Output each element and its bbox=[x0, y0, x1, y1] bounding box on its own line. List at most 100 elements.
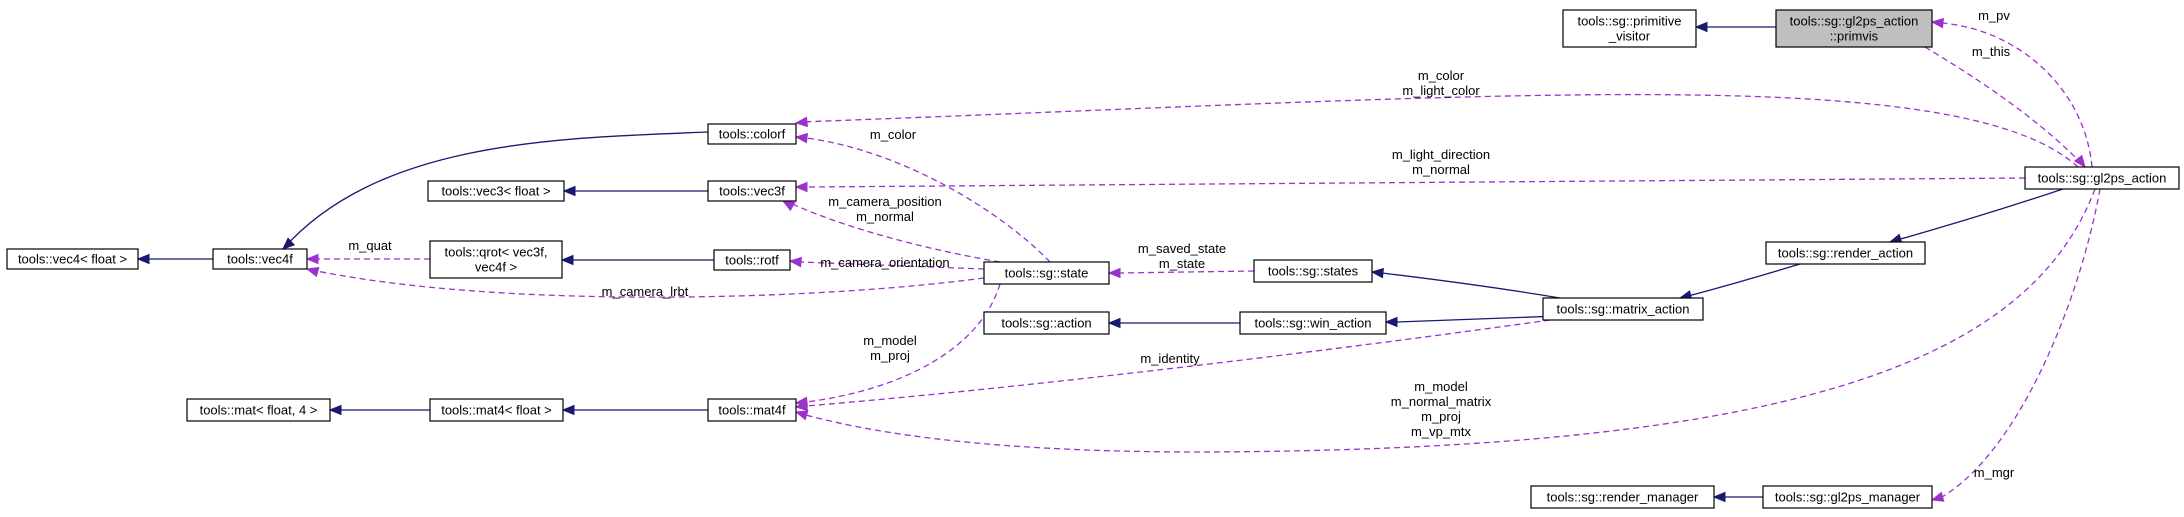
node-label: tools::colorf bbox=[719, 127, 786, 142]
m_pv-edge bbox=[1930, 17, 2093, 168]
m_light_direction-edge-arrowhead bbox=[794, 181, 808, 193]
m_saved_state-edge-arrowhead bbox=[1107, 267, 1121, 279]
node-vec3float[interactable]: tools::vec3< float > bbox=[427, 180, 565, 202]
node-vec4f[interactable]: tools::vec4f bbox=[212, 248, 308, 270]
node-label: _visitor bbox=[1608, 29, 1651, 44]
node-render_manager-box bbox=[1530, 485, 1715, 509]
node-rotf[interactable]: tools::rotf bbox=[713, 249, 791, 271]
node-mat4f[interactable]: tools::mat4f bbox=[707, 398, 797, 422]
node-label: tools::sg::win_action bbox=[1254, 316, 1371, 331]
edge-label-m_mgr: m_mgr bbox=[1974, 465, 2015, 480]
m_camera_position-edge-arrowhead bbox=[781, 200, 796, 212]
node-label: tools::sg::matrix_action bbox=[1557, 302, 1690, 317]
node-gl2ps_action[interactable]: tools::sg::gl2ps_action bbox=[2024, 166, 2180, 190]
m_color-edge-arrowhead bbox=[794, 132, 808, 144]
node-gl2ps_manager-box bbox=[1762, 485, 1933, 509]
node-render_manager[interactable]: tools::sg::render_manager bbox=[1530, 485, 1715, 509]
node-gl2ps_manager[interactable]: tools::sg::gl2ps_manager bbox=[1762, 485, 1933, 509]
node-mat_float4[interactable]: tools::mat< float, 4 > bbox=[186, 398, 331, 422]
m_saved_state-edge bbox=[1107, 267, 1255, 279]
edge-label-m_quat: m_quat bbox=[348, 238, 392, 253]
edge-label-text: m_proj bbox=[870, 348, 910, 363]
m_camera_orientation-edge-arrowhead bbox=[788, 256, 802, 268]
m_pv-edge-arrowhead bbox=[1930, 17, 1944, 29]
m_camera_orientation-edge-line bbox=[799, 261, 985, 270]
m_light_direction-edge-line bbox=[805, 177, 2026, 188]
edge-label-m_pv: m_pv bbox=[1978, 8, 2010, 23]
primitive_visitor-inherit-arrowhead bbox=[1694, 21, 1708, 33]
node-primitive_visitor[interactable]: tools::sg::primitive_visitor bbox=[1562, 9, 1697, 48]
m_identity-edge bbox=[794, 319, 1551, 412]
m_identity-edge-line bbox=[805, 319, 1551, 407]
primitive_visitor-inherit bbox=[1694, 21, 1776, 33]
win_action-matrix-inherit bbox=[1384, 315, 1561, 328]
node-sg_action[interactable]: tools::sg::action bbox=[983, 311, 1110, 335]
m_mgr-edge bbox=[1930, 188, 2101, 502]
node-mat4f-box bbox=[707, 398, 797, 422]
render_manager-inherit bbox=[1712, 491, 1763, 503]
node-state-box bbox=[983, 261, 1110, 285]
m_saved_state-edge-line bbox=[1118, 270, 1255, 274]
colorf-vec4f-inherit-arrowhead bbox=[282, 237, 296, 250]
m_camera_position-edge bbox=[781, 200, 1001, 263]
edge-label-text: m_this bbox=[1972, 44, 2011, 59]
node-label: tools::vec3f bbox=[719, 184, 785, 199]
node-label: tools::rotf bbox=[725, 253, 779, 268]
node-qrot[interactable]: tools::qrot< vec3f,vec4f > bbox=[429, 240, 563, 279]
m_this-edge-arrowhead bbox=[2073, 154, 2086, 169]
m_color_light-edge-line bbox=[799, 93, 2079, 168]
m_model_proj-edge-line bbox=[805, 283, 1001, 403]
edge-label-m_camera_lrbt: m_camera_lrbt bbox=[602, 284, 689, 299]
node-label: tools::sg::primitive bbox=[1577, 14, 1681, 29]
mat4float-inherit-arrowhead bbox=[328, 404, 342, 416]
m_this-edge bbox=[1924, 46, 2086, 169]
edge-label-text: m_model bbox=[1414, 379, 1468, 394]
node-mat4float-box bbox=[429, 398, 564, 422]
sg_action-inherit bbox=[1107, 317, 1240, 329]
node-win_action[interactable]: tools::sg::win_action bbox=[1239, 311, 1387, 335]
node-mat_float4-box bbox=[186, 398, 331, 422]
node-matrix_action[interactable]: tools::sg::matrix_action bbox=[1542, 297, 1704, 321]
m_quat-edge-arrowhead bbox=[305, 253, 319, 265]
node-vec4float[interactable]: tools::vec4< float > bbox=[6, 248, 139, 270]
node-label: tools::sg::gl2ps_manager bbox=[1775, 490, 1921, 505]
qrot-inherit bbox=[560, 254, 714, 266]
node-gl2ps_primvis[interactable]: tools::sg::gl2ps_action::primvis bbox=[1775, 9, 1933, 48]
render_matrix-inherit bbox=[1678, 263, 1801, 301]
vec3float-inherit-arrowhead bbox=[562, 185, 576, 197]
edge-label-text: m_normal bbox=[856, 209, 914, 224]
node-label: tools::mat< float, 4 > bbox=[200, 403, 318, 418]
m_model_matrix-edge bbox=[794, 188, 2096, 453]
node-matrix_action-box bbox=[1542, 297, 1704, 321]
node-vec4float-box bbox=[6, 248, 139, 270]
mat4f-inherit-arrowhead bbox=[561, 404, 575, 416]
render_action-inherit bbox=[1888, 188, 2064, 244]
edge-label-text: m_vp_mtx bbox=[1411, 424, 1471, 439]
states-matrix-inherit-arrowhead bbox=[1370, 267, 1384, 279]
node-vec3f[interactable]: tools::vec3f bbox=[707, 180, 797, 202]
node-state[interactable]: tools::sg::state bbox=[983, 261, 1110, 285]
node-primitive_visitor-box bbox=[1562, 9, 1697, 48]
states-matrix-inherit-line bbox=[1381, 272, 1561, 299]
node-vec4f-box bbox=[212, 248, 308, 270]
qrot-inherit-arrowhead bbox=[560, 254, 574, 266]
edge-label-text: m_proj bbox=[1421, 409, 1461, 424]
node-mat4float[interactable]: tools::mat4< float > bbox=[429, 398, 564, 422]
node-states[interactable]: tools::sg::states bbox=[1253, 259, 1373, 283]
render_action-inherit-line bbox=[1889, 188, 2064, 243]
vec3float-inherit bbox=[562, 185, 708, 197]
node-vec3f-box bbox=[707, 180, 797, 202]
edge-label-text: m_camera_position bbox=[828, 194, 941, 209]
edge-label-text: m_normal bbox=[1412, 162, 1470, 177]
m_camera_orientation-edge bbox=[788, 256, 985, 270]
edge-label-text: m_quat bbox=[348, 238, 392, 253]
win_action-matrix-inherit-line bbox=[1395, 315, 1561, 323]
sg_action-inherit-arrowhead bbox=[1107, 317, 1121, 329]
node-win_action-box bbox=[1239, 311, 1387, 335]
node-colorf[interactable]: tools::colorf bbox=[707, 123, 797, 145]
node-render_action[interactable]: tools::sg::render_action bbox=[1765, 241, 1926, 265]
